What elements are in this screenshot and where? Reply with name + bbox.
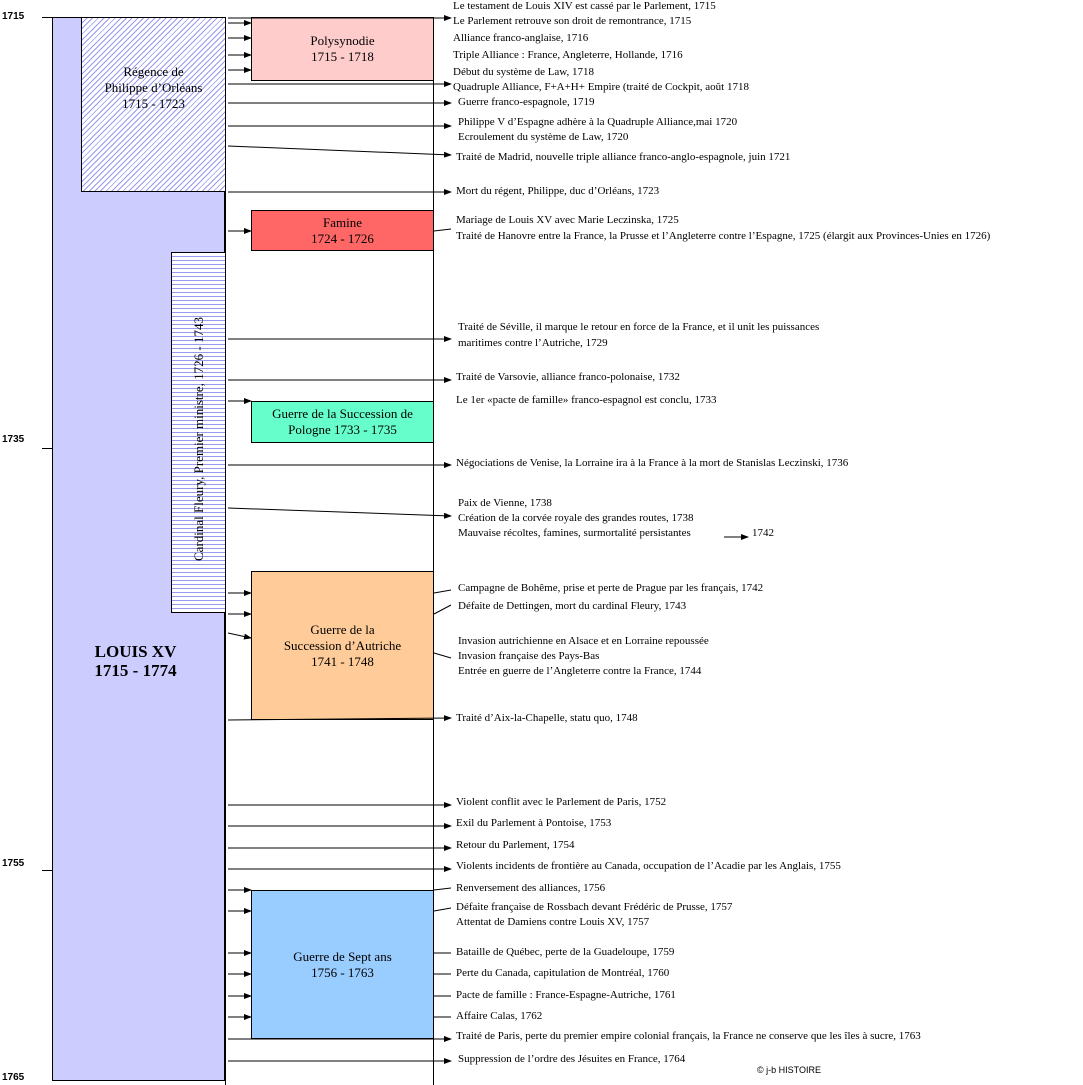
event-1715-remontrance: Le Parlement retrouve son droit de remon…: [453, 15, 692, 27]
event-1738-corvee: Création de la corvée royale des grandes…: [458, 512, 694, 524]
event-1762-calas: Affaire Calas, 1762: [456, 1010, 543, 1022]
regence-line2: Philippe d’Orléans: [104, 80, 203, 95]
event-1718-quadruple: Quadruple Alliance, F+A+H+ Empire (trait…: [453, 81, 749, 93]
arrow-1744b: [433, 652, 452, 659]
event-1742-boheme: Campagne de Bohême, prise et perte de Pr…: [458, 582, 764, 594]
event-1760-canada: Perte du Canada, capitulation de Montréa…: [456, 967, 670, 979]
event-1729-seville-a: Traité de Séville, il marque le retour e…: [458, 321, 820, 333]
event-1757-damiens: Attentat de Damiens contre Louis XV, 175…: [456, 916, 650, 928]
arrow-1757b: [433, 907, 452, 912]
event-1725-mariage: Mariage de Louis XV avec Marie Leczinska…: [456, 214, 679, 226]
event-invasion-pays-bas: Invasion française des Pays-Bas: [458, 650, 600, 662]
timeline-axis: [225, 17, 226, 1085]
reign-label: LOUIS XV 1715 - 1774: [53, 642, 218, 680]
event-1723-regent: Mort du régent, Philippe, duc d’Orléans,…: [456, 185, 660, 197]
event-1732-varsovie: Traité de Varsovie, alliance franco-polo…: [456, 371, 680, 383]
famine-line1: Famine: [323, 214, 362, 230]
arrow-1738: [227, 507, 452, 519]
event-1721-madrid: Traité de Madrid, nouvelle triple allian…: [456, 151, 791, 163]
famine-line2: 1724 - 1726: [311, 230, 374, 246]
polysynodie-line1: Polysynodie: [310, 33, 375, 48]
event-1725-hanovre: Traité de Hanovre entre la France, la Pr…: [456, 230, 991, 242]
event-1716-alliance: Alliance franco-anglaise, 1716: [453, 32, 589, 44]
arrow-1721: [227, 145, 452, 158]
event-1763-paris: Traité de Paris, perte du premier empire…: [456, 1030, 921, 1042]
event-1748-aix: Traité d’Aix-la-Chapelle, statu quo, 174…: [456, 712, 638, 724]
arrow-1756b: [433, 887, 452, 891]
polysynodie-box: Polysynodie 1715 - 1718: [251, 17, 434, 81]
arrow-1725b: [433, 228, 452, 232]
event-1720-philippe: Philippe V d’Espagne adhère à la Quadrup…: [458, 116, 738, 128]
septans-line2: 1756 - 1763: [311, 964, 374, 980]
regence-line3: 1715 - 1723: [122, 96, 185, 111]
event-invasion-alsace: Invasion autrichienne en Alsace et en Lo…: [458, 635, 709, 647]
event-1744-angleterre: Entrée en guerre de l’Angleterre contre …: [458, 665, 702, 677]
event-famines-end: 1742: [752, 527, 774, 539]
autriche-line1: Guerre de la: [310, 621, 375, 637]
event-1743-dettingen: Défaite de Dettingen, mort du cardinal F…: [458, 600, 687, 612]
arrow-1744: [227, 632, 252, 640]
arrow-1743b: [433, 604, 452, 615]
event-famines: Mauvaise récoltes, famines, surmortalité…: [458, 527, 691, 539]
event-1716-triple: Triple Alliance : France, Angleterre, Ho…: [453, 49, 683, 61]
event-1736-venise: Négociations de Venise, la Lorraine ira …: [456, 457, 849, 469]
arrow-1748: [227, 715, 452, 722]
event-1754-retour: Retour du Parlement, 1754: [456, 839, 575, 851]
credit-label: © j-b HISTOIRE: [757, 1065, 821, 1075]
autriche-line2: Succession d’Autriche: [283, 637, 402, 653]
event-1733-pacte: Le 1er «pacte de famille» franco-espagno…: [456, 394, 717, 406]
year-label-1755: 1755: [2, 858, 25, 869]
autriche-box: Guerre de la Succession d’Autriche 1741 …: [251, 571, 434, 720]
pologne-line1: Guerre de la Succession de: [272, 406, 413, 421]
event-1738-vienne: Paix de Vienne, 1738: [458, 497, 552, 509]
year-tick-1715: [42, 17, 52, 18]
year-label-1735: 1735: [2, 434, 25, 445]
event-1757-rossbach: Défaite française de Rossbach devant Fré…: [456, 901, 733, 913]
event-1761-pacte: Pacte de famille : France-Espagne-Autric…: [456, 989, 676, 1001]
event-1715-testament: Le testament de Louis XIV est cassé par …: [453, 0, 716, 12]
year-label-1715: 1715: [2, 11, 25, 22]
event-1718-law: Début du système de Law, 1718: [453, 66, 595, 78]
event-1720-law: Ecroulement du système de Law, 1720: [458, 131, 629, 143]
pologne-line2: Pologne 1733 - 1735: [288, 422, 397, 437]
right-column-line: [433, 17, 434, 1085]
event-1759-quebec: Bataille de Québec, perte de la Guadelou…: [456, 946, 675, 958]
regence-line1: Régence de: [123, 64, 184, 79]
event-1756-renversement: Renversement des alliances, 1756: [456, 882, 606, 894]
reign-dates: 1715 - 1774: [94, 661, 177, 680]
year-tick-1735: [42, 448, 52, 449]
septans-line1: Guerre de Sept ans: [293, 948, 392, 964]
pologne-box: Guerre de la Succession de Pologne 1733 …: [251, 401, 434, 443]
polysynodie-line2: 1715 - 1718: [311, 49, 374, 64]
event-1729-seville-b: maritimes contre l’Autriche, 1729: [458, 337, 608, 349]
autriche-line3: 1741 - 1748: [311, 653, 374, 669]
arrow-1742b: [433, 589, 452, 594]
event-1755-canada: Violents incidents de frontière au Canad…: [456, 860, 841, 872]
event-1764-jesuites: Suppression de l’ordre des Jésuites en F…: [458, 1053, 686, 1065]
regence-label: Régence de Philippe d’Orléans 1715 - 172…: [90, 64, 217, 112]
year-tick-1755: [42, 870, 52, 871]
year-label-1765: 1765: [2, 1072, 25, 1083]
event-1752-parlement: Violent conflit avec le Parlement de Par…: [456, 796, 667, 808]
septans-box: Guerre de Sept ans 1756 - 1763: [251, 890, 434, 1039]
event-1719-guerre: Guerre franco-espagnole, 1719: [458, 96, 595, 108]
famine-box: Famine 1724 - 1726: [251, 210, 434, 251]
event-1753-pontoise: Exil du Parlement à Pontoise, 1753: [456, 817, 612, 829]
reign-name: LOUIS XV: [94, 642, 177, 661]
